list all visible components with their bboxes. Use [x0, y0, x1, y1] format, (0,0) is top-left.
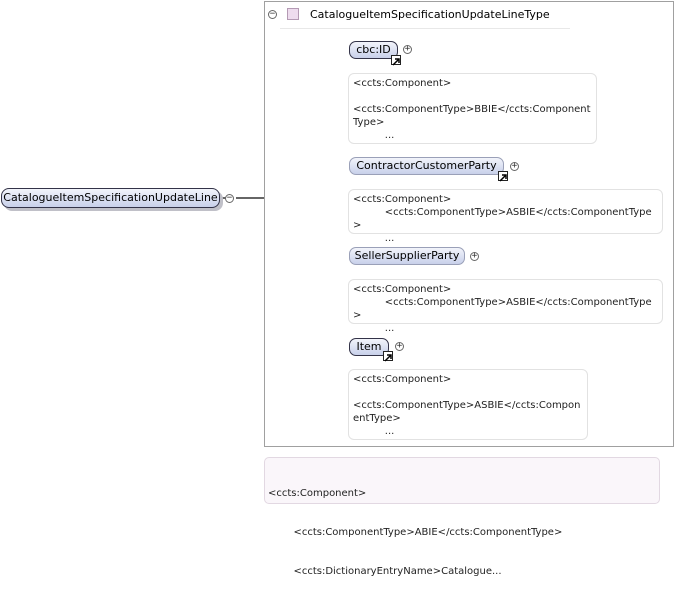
- reference-arrow-icon: [383, 351, 393, 362]
- element-seller-supplier-party[interactable]: SellerSupplierParty: [349, 247, 465, 265]
- cbc-id-expand-icon[interactable]: +: [403, 44, 412, 54]
- complex-type-icon: [287, 8, 299, 20]
- reference-arrow-icon: [391, 55, 401, 66]
- contractor-customer-party-annotation: <ccts:Component> <ccts:ComponentType>ASB…: [348, 189, 663, 244]
- root-annotation-line: <ccts:ComponentType>ABIE</ccts:Component…: [268, 527, 563, 538]
- root-annotation: <ccts:Component> <ccts:ComponentType>ABI…: [264, 457, 660, 577]
- cbc-id-annotation: <ccts:Component> <ccts:ComponentType>BBI…: [348, 73, 597, 144]
- seller-supplier-party-expand-icon[interactable]: +: [470, 251, 479, 261]
- element-item[interactable]: Item: [349, 338, 389, 356]
- item-expand-icon[interactable]: +: [395, 341, 404, 351]
- type-collapse-icon[interactable]: −: [268, 9, 277, 19]
- type-title: CatalogueItemSpecificationUpdateLineType: [310, 8, 550, 21]
- item-annotation: <ccts:Component> <ccts:ComponentType>ASB…: [348, 369, 588, 440]
- element-contractor-customer-party[interactable]: ContractorCustomerParty: [349, 157, 504, 175]
- type-title-divider: [280, 28, 570, 29]
- root-collapse-icon[interactable]: −: [225, 193, 234, 203]
- root-element[interactable]: CatalogueItemSpecificationUpdateLine: [1, 188, 220, 208]
- element-cbc-id[interactable]: cbc:ID: [349, 41, 398, 59]
- contractor-customer-party-expand-icon[interactable]: +: [510, 161, 519, 171]
- root-annotation-line: <ccts:Component>: [268, 488, 367, 499]
- seller-supplier-party-annotation: <ccts:Component> <ccts:ComponentType>ASB…: [348, 279, 663, 334]
- reference-arrow-icon: [498, 171, 508, 182]
- root-annotation-line: <ccts:DictionaryEntryName>Catalogue...: [268, 566, 502, 577]
